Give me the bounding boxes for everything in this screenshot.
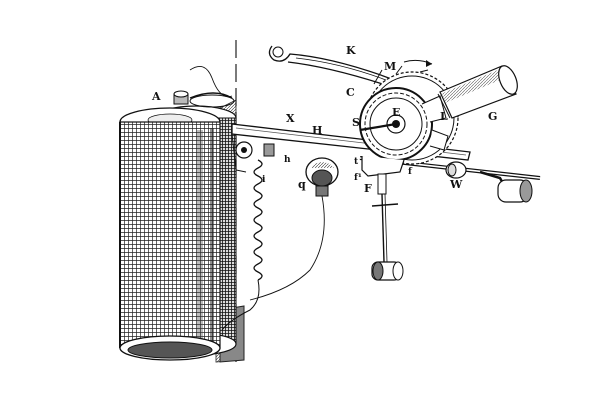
label-q: q	[298, 178, 306, 191]
upper-wire	[189, 65, 233, 98]
terminal-screw-a	[173, 90, 235, 108]
diagram-labels: A K M C E S L G X H h i q t f¹ f F W	[151, 44, 497, 195]
escapement-wheel-c	[359, 87, 449, 161]
label-g: G	[488, 110, 497, 123]
label-t: t	[354, 157, 359, 167]
label-w: W	[449, 178, 463, 191]
electromagnet-coils	[119, 105, 237, 361]
label-m: M	[384, 60, 396, 73]
label-l: L	[440, 110, 448, 123]
pendulum-f	[361, 156, 405, 281]
label-h-upper: H	[312, 124, 322, 137]
label-f-upper: F	[364, 182, 372, 195]
label-i: i	[262, 175, 266, 185]
label-e: E	[392, 106, 400, 119]
label-s: S	[352, 116, 360, 129]
rotation-arrowhead	[426, 60, 432, 67]
coil-spring-i	[221, 159, 263, 331]
label-c: C	[346, 86, 355, 99]
label-f: f	[408, 167, 413, 177]
label-h-lower: h	[284, 155, 291, 165]
lever-k	[268, 45, 420, 98]
cylinder-g	[437, 65, 518, 119]
label-f1: f¹	[354, 173, 362, 183]
label-k: K	[346, 44, 356, 57]
label-x: X	[286, 112, 295, 125]
adjusting-knob-q	[305, 157, 339, 197]
lower-wire	[249, 195, 325, 301]
label-a: A	[151, 90, 161, 103]
